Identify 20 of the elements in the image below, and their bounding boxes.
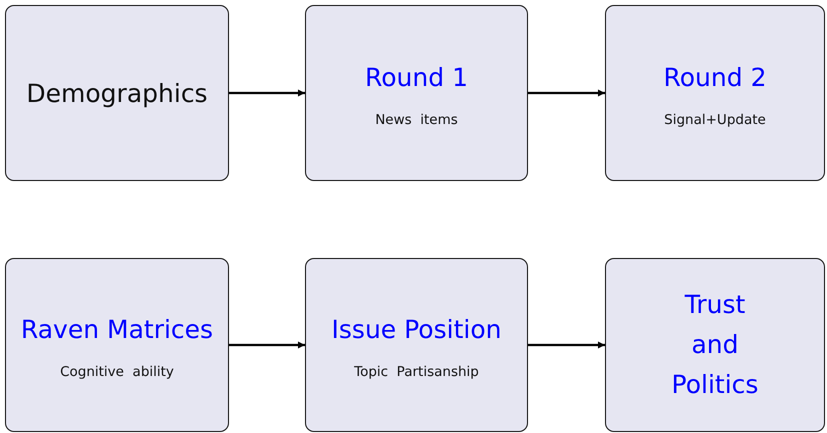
box-subtitle: Cognitive ability [60, 364, 174, 380]
box-title: Round 2 [664, 62, 766, 94]
box-title: Trust and Politics [670, 289, 760, 401]
box-subtitle: Topic Partisanship [354, 364, 479, 380]
process-box [605, 5, 825, 181]
arrow [229, 90, 305, 96]
process-box [5, 5, 229, 181]
box-subtitle: News items [375, 112, 458, 128]
process-box [305, 5, 528, 181]
box-title: Raven Matrices [20, 314, 214, 346]
process-box [605, 258, 825, 432]
box-title: Issue Position [332, 314, 502, 346]
box-title: Demographics [26, 78, 208, 108]
process-box [5, 258, 229, 432]
arrow [528, 90, 605, 96]
process-box [305, 258, 528, 432]
box-subtitle: Signal+Update [664, 112, 766, 128]
box-title: Round 1 [365, 62, 468, 94]
arrow [229, 342, 305, 348]
arrow [528, 342, 605, 348]
